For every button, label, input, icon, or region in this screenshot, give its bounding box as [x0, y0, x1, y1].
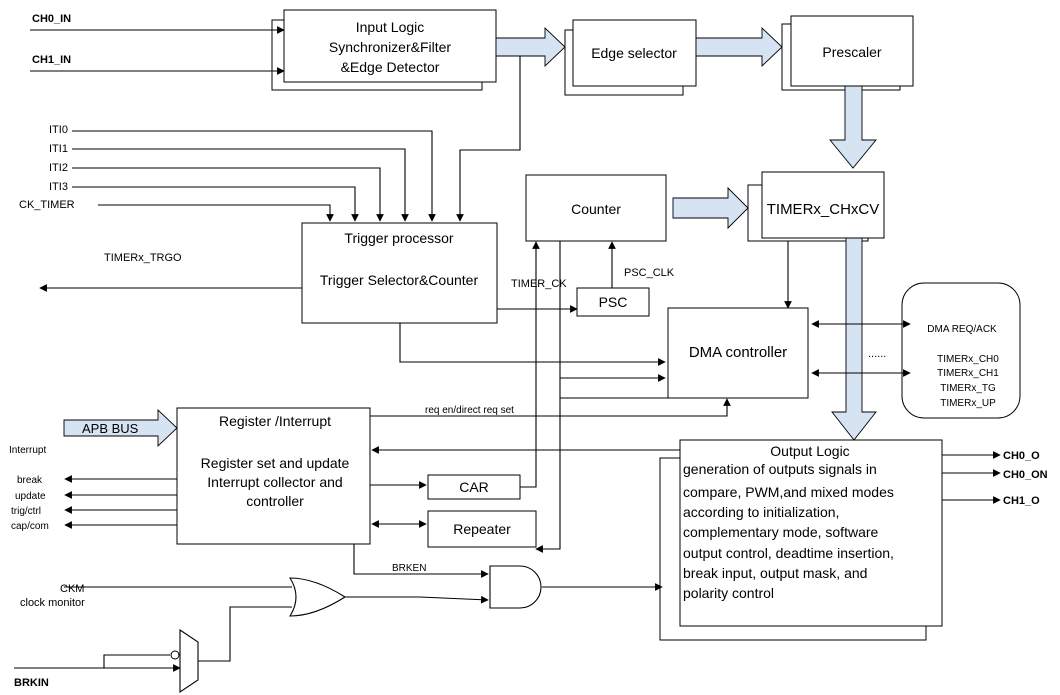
- fat-arrow-edge-to-prescaler: [695, 26, 783, 68]
- iti2-line: [72, 167, 384, 222]
- timer-ck-label: TIMER_CK: [511, 278, 567, 290]
- edge-selector-block: Edge selector: [564, 19, 697, 96]
- break-label: break: [17, 475, 43, 486]
- psc-clk-label: PSC_CLK: [624, 267, 675, 279]
- car-block: CAR: [427, 474, 521, 500]
- iti1-line: [72, 148, 409, 222]
- register-line3: controller: [246, 493, 304, 509]
- dma-dots: ......: [868, 348, 886, 360]
- ck-timer-label: CK_TIMER: [19, 199, 75, 211]
- req-en-line: [370, 398, 731, 417]
- car-to-counter-line: [520, 241, 540, 488]
- update-label: update: [15, 491, 46, 502]
- brken-label: BRKEN: [392, 563, 426, 574]
- counter-label: Counter: [571, 201, 621, 217]
- dma-up-label: TIMERx_UP: [940, 398, 996, 409]
- repeater-block: Repeater: [427, 510, 537, 548]
- trigger-processor-block: Trigger processor Trigger Selector&Count…: [301, 222, 498, 324]
- repeater-label: Repeater: [453, 521, 511, 537]
- chxcv-label: TIMERx_CHxCV: [767, 201, 880, 218]
- apb-bus-label: APB BUS: [82, 421, 139, 436]
- counter-block: Counter: [525, 174, 667, 242]
- counter-to-repeater-line: [535, 241, 561, 553]
- interrupt-label: Interrupt: [9, 445, 46, 456]
- brkin-label: BRKIN: [14, 677, 49, 689]
- dma-controller-block: DMA controller: [667, 307, 809, 399]
- inverter-bubble: [170, 650, 180, 660]
- req-en-label: req en/direct req set: [425, 405, 514, 416]
- fat-arrow-counter-to-chxcv: [672, 186, 749, 230]
- ch0-in-label: CH0_IN: [32, 13, 71, 25]
- output-logic-line1: generation of outputs signals in: [683, 461, 877, 477]
- trigger-processor-subtitle: Trigger Selector&Counter: [320, 272, 479, 288]
- register-line2: Interrupt collector and: [207, 474, 342, 490]
- chxcv-block: TIMERx_CHxCV: [747, 171, 885, 242]
- psc-block: PSC: [576, 287, 650, 317]
- output-logic-line5: output control, deadtime insertion,: [683, 545, 894, 561]
- ch1-o-label: CH1_O: [1003, 495, 1040, 507]
- dma-tg-label: TIMERx_TG: [940, 383, 996, 394]
- cap-com-label: cap/com: [11, 521, 49, 532]
- edge-selector-label: Edge selector: [591, 45, 677, 61]
- iti2-label: ITI2: [49, 162, 68, 174]
- brkin-inverted-line: [103, 654, 170, 668]
- car-label: CAR: [459, 479, 489, 495]
- iti1-label: ITI1: [49, 143, 68, 155]
- ck-timer-line: [98, 204, 334, 222]
- output-logic-line3: according to initialization,: [683, 504, 839, 520]
- output-logic-line7: polarity control: [683, 585, 774, 601]
- register-interrupt-block: Register /Interrupt Register set and upd…: [176, 407, 371, 545]
- trig-ctrl-label: trig/ctrl: [11, 506, 41, 517]
- input-logic-block: Input Logic Synchronizer&Filter &Edge De…: [271, 9, 497, 91]
- dma-ch0-label: TIMERx_CH0: [937, 354, 999, 365]
- ch1-in-label: CH1_IN: [32, 54, 71, 66]
- mux-to-or-line: [198, 606, 292, 662]
- register-title: Register /Interrupt: [219, 413, 331, 429]
- output-logic-line6: break input, output mask, and: [683, 565, 867, 581]
- input-logic-line2: Synchronizer&Filter: [329, 39, 451, 55]
- psc-label: PSC: [599, 294, 628, 310]
- iti0-line: [72, 130, 436, 222]
- ch0-o-label: CH0_O: [1003, 450, 1040, 462]
- output-logic-line4: complementary mode, software: [683, 524, 879, 540]
- dma-req-ack-label: DMA REQ/ACK: [927, 324, 997, 335]
- output-logic-block: Output Logic generation of outputs signa…: [659, 439, 943, 641]
- apb-bus-arrow: [63, 408, 178, 448]
- iti3-label: ITI3: [49, 181, 68, 193]
- input-logic-line1: Input Logic: [356, 19, 425, 35]
- brkin-mux: [179, 628, 199, 694]
- iti0-label: ITI0: [49, 124, 68, 136]
- fat-arrow-prescaler-to-chxcv: [829, 85, 877, 169]
- prescaler-label: Prescaler: [822, 44, 881, 60]
- dma-ch1-label: TIMERx_CH1: [937, 368, 999, 379]
- register-line1: Register set and update: [201, 455, 350, 471]
- timerx-trgo-label: TIMERx_TRGO: [104, 252, 182, 264]
- output-logic-title: Output Logic: [770, 443, 849, 459]
- brken-line: [353, 544, 489, 578]
- fat-arrow-chxcv-to-output: [831, 237, 877, 441]
- output-logic-line2: compare, PWM,and mixed modes: [683, 484, 894, 500]
- dma-controller-label: DMA controller: [689, 344, 787, 361]
- or-to-and-line: [345, 595, 489, 604]
- ch0-on-label: CH0_ON: [1003, 469, 1048, 481]
- input-logic-line3: &Edge Detector: [341, 59, 440, 75]
- ckm-label: CKM: [60, 583, 84, 595]
- clock-monitor-label: clock monitor: [20, 597, 85, 609]
- prescaler-block: Prescaler: [781, 15, 914, 91]
- dma-request-panel: DMA REQ/ACK TIMERx_CH0 TIMERx_CH1 TIMERx…: [868, 282, 1021, 419]
- iti3-line: [72, 186, 359, 222]
- edge-to-trigger-line: [456, 56, 521, 222]
- or-gate: [289, 577, 347, 617]
- fat-arrow-input-to-edge: [495, 26, 566, 68]
- and-gate: [489, 565, 542, 609]
- trigger-processor-title: Trigger processor: [344, 230, 454, 246]
- trigger-to-dma-line: [399, 323, 666, 366]
